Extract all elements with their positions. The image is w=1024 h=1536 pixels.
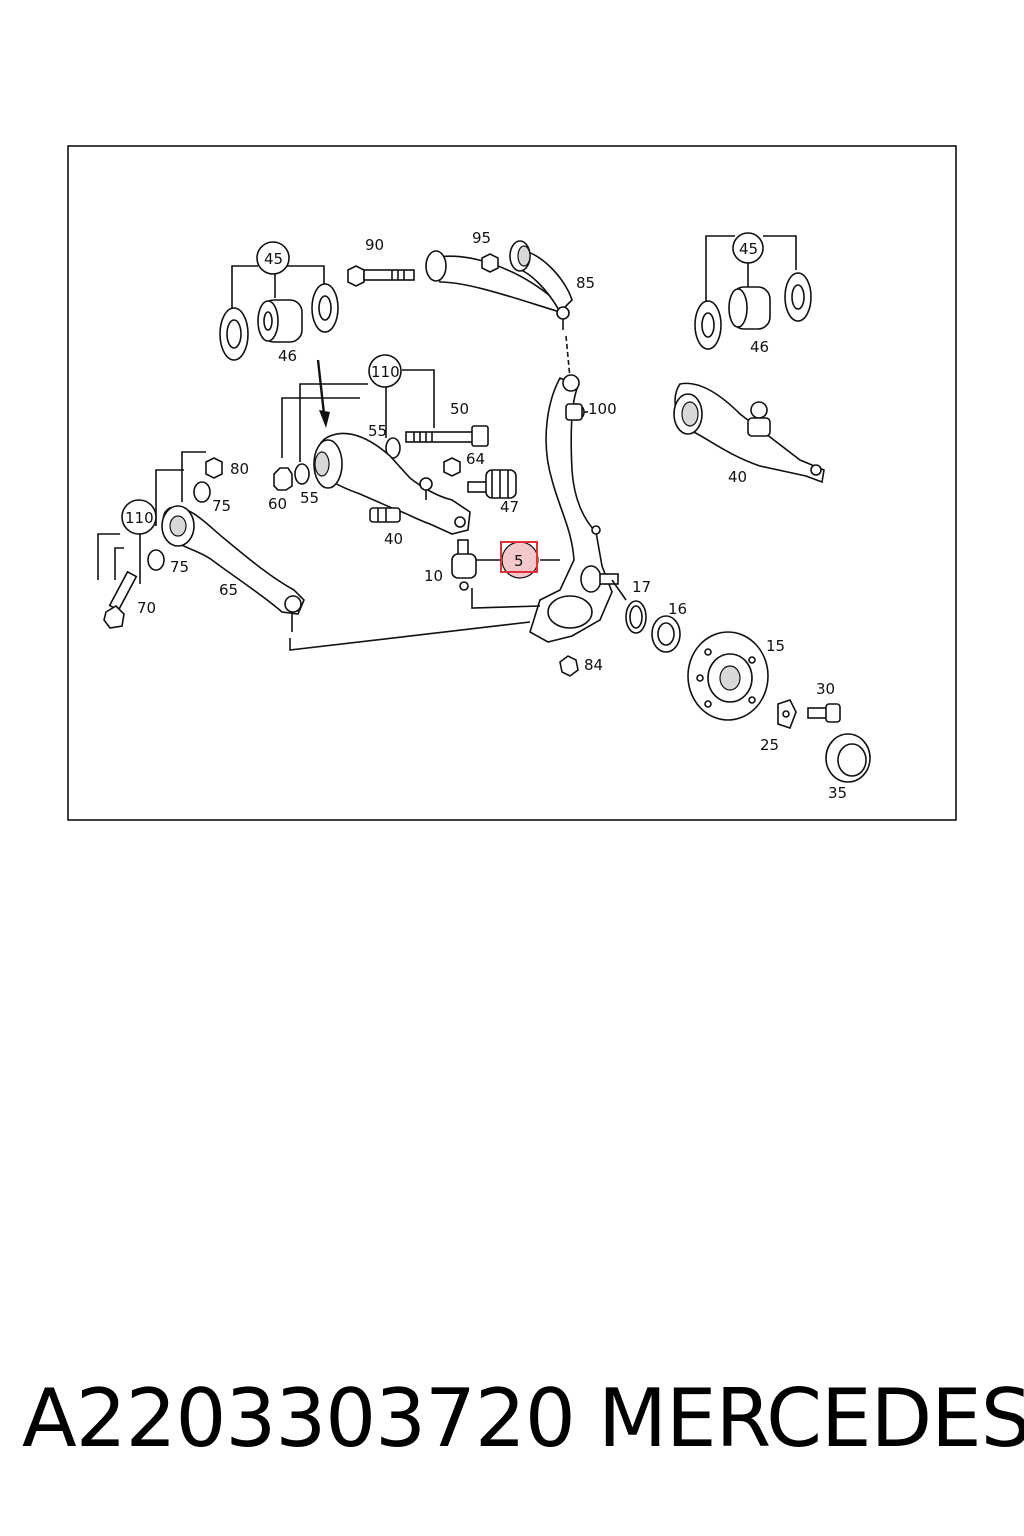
bolt-50	[405, 425, 489, 447]
label-25: 25	[760, 736, 779, 754]
label-95: 95	[472, 229, 491, 247]
label-55-lower: 55	[300, 489, 319, 507]
bracket-group-110-left	[97, 451, 223, 629]
bracket-group-110-center	[273, 354, 435, 491]
label-40-right: 40	[728, 468, 747, 486]
label-85: 85	[576, 274, 595, 292]
part-number: A2203303720	[22, 1372, 576, 1465]
brand-name: MERCEDES	[598, 1372, 1024, 1465]
label-100: 100	[588, 400, 617, 418]
steering-knuckle	[529, 374, 619, 643]
label-45-right: 45	[739, 240, 758, 258]
label-84: 84	[584, 656, 603, 674]
footer: A2203303720 MERCEDES	[0, 1372, 1024, 1472]
ball-joint-10	[451, 539, 541, 609]
label-70: 70	[137, 599, 156, 617]
control-arm-65	[161, 505, 531, 651]
label-90: 90	[365, 236, 384, 254]
label-110-left: 110	[125, 509, 154, 527]
label-46-left: 46	[278, 347, 297, 365]
label-35: 35	[828, 784, 847, 802]
part-labels: 45 46 45 46 90 95 85 100 110 55 50 64 47…	[125, 229, 847, 802]
label-17: 17	[632, 578, 651, 596]
label-55-upper: 55	[368, 422, 387, 440]
label-16: 16	[668, 600, 687, 618]
label-60: 60	[268, 495, 287, 513]
label-40-center: 40	[384, 530, 403, 548]
label-75-lower: 75	[170, 558, 189, 576]
hub-cap-35	[825, 733, 871, 783]
label-46-right: 46	[750, 338, 769, 356]
bushing-group-right	[694, 232, 812, 350]
label-10: 10	[424, 567, 443, 585]
label-80: 80	[230, 460, 249, 478]
nut-84	[559, 655, 579, 677]
fasteners-25-30	[777, 699, 841, 730]
bolt-90	[347, 265, 415, 287]
label-50: 50	[450, 400, 469, 418]
label-15: 15	[766, 637, 785, 655]
hub-assembly	[611, 579, 769, 721]
bushing-group-left	[219, 241, 339, 361]
label-45-left: 45	[264, 250, 283, 268]
direction-arrow	[316, 359, 330, 428]
label-75-upper: 75	[212, 497, 231, 515]
label-47: 47	[500, 498, 519, 516]
bolt-100	[565, 403, 583, 421]
label-65: 65	[219, 581, 238, 599]
label-64: 64	[466, 450, 485, 468]
ball-joint-47	[443, 457, 517, 499]
label-5: 5	[514, 552, 524, 570]
upper-control-arm-85	[425, 240, 573, 379]
lower-arm-40-center	[313, 432, 471, 535]
label-30: 30	[816, 680, 835, 698]
label-110-center: 110	[371, 363, 400, 381]
item-5-callout	[476, 541, 560, 579]
lower-arm-40-right	[673, 382, 825, 484]
